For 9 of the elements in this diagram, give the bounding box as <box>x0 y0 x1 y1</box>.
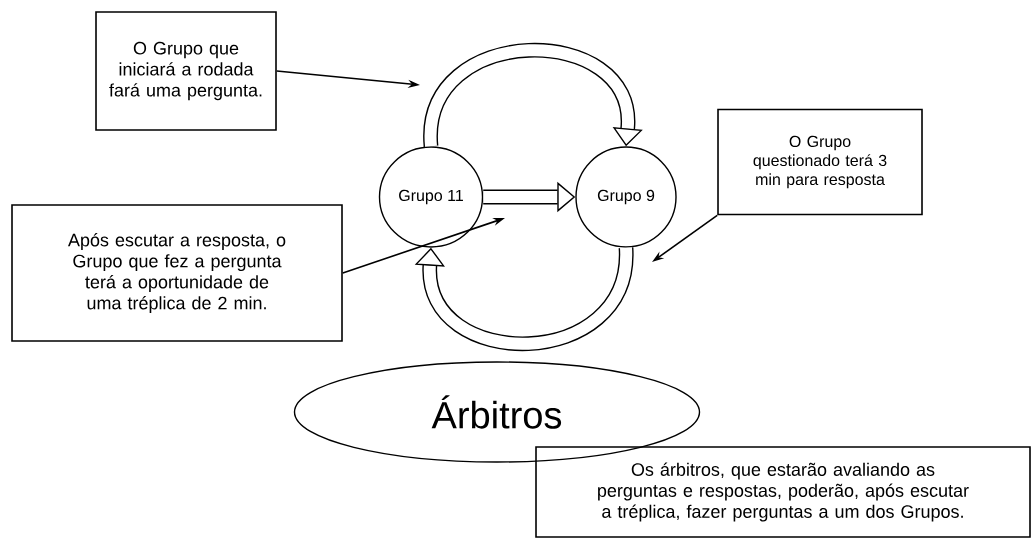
circle-node: Grupo 9 <box>575 146 677 248</box>
text-box: Os árbitros, que estarão avaliando as perguntas e respostas, poderão, após escutar a tréplica, fazer perguntas a um dos Grupos. <box>535 446 1031 538</box>
text-box: O Grupo questionado terá 3 min para resposta <box>717 108 923 216</box>
block-arrow <box>414 247 634 351</box>
block-arrow <box>423 43 643 147</box>
circle-node: Grupo 11 <box>378 146 484 248</box>
text-box: O Grupo que iniciará a rodada fará uma pergunta. <box>95 11 277 131</box>
ellipse-node: Árbitros <box>293 361 701 463</box>
text-box: Após escutar a resposta, o Grupo que fez a pergunta terá a oportunidade de uma tréplica de 2 min. <box>11 204 343 342</box>
